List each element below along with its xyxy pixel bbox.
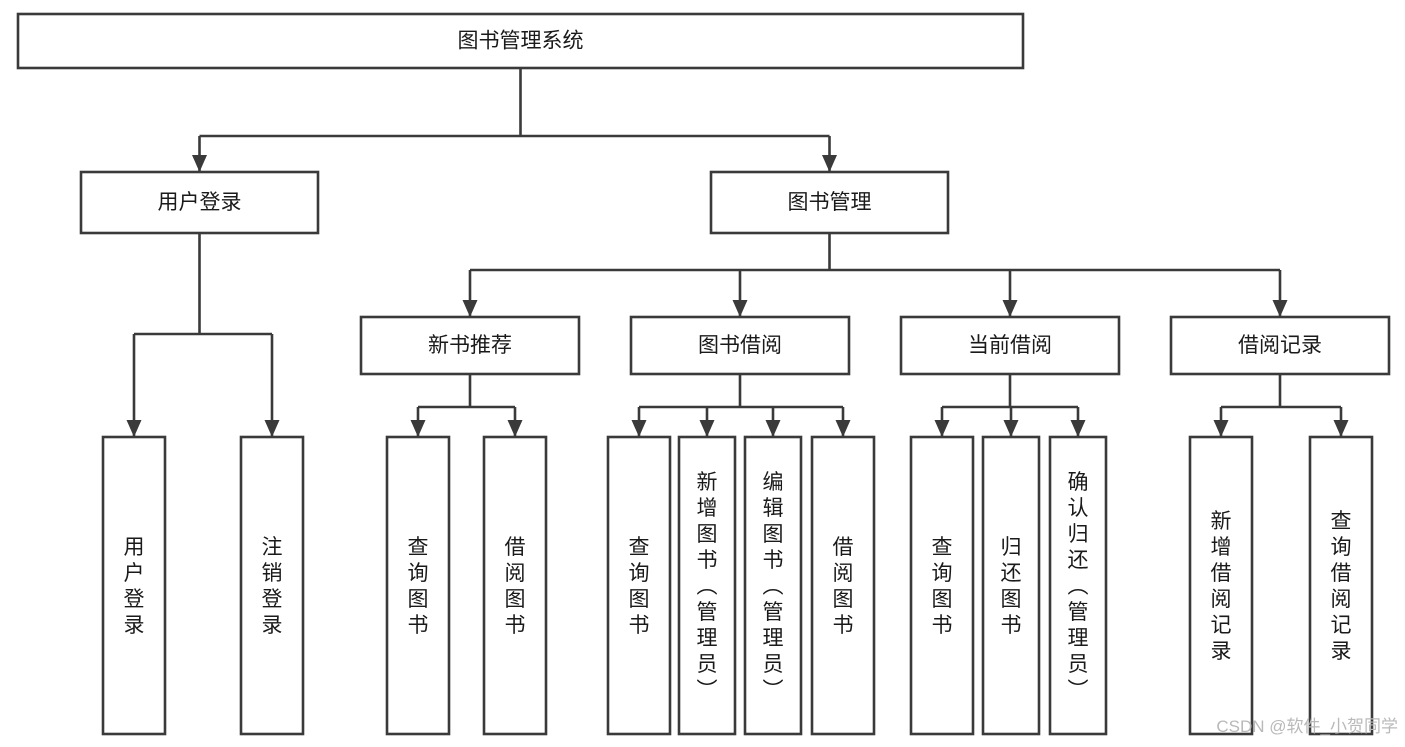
node-leaf-user-login-box[interactable] (101, 435, 167, 736)
node-leaf-edit-book-admin-box[interactable] (743, 435, 803, 736)
node-leaf-confirm-return-admin-label: 确认归还︵管理员︶ (1068, 471, 1089, 702)
borrow-record-to-leaves-arrow-0 (1213, 420, 1229, 437)
bookmanage-to-level3-arrow-2 (1002, 300, 1018, 317)
node-leaf-confirm-return-admin[interactable]: 确认归还︵管理员︶ (1048, 435, 1108, 736)
node-leaf-logout[interactable]: 注销登录 (239, 435, 305, 736)
book-borrow-to-leaves-arrow-1 (699, 420, 715, 437)
node-leaf-query-book-3-box[interactable] (909, 435, 975, 736)
node-leaf-confirm-return-admin-box[interactable] (1048, 435, 1108, 736)
current-borrow-to-leaves-arrow-0 (934, 420, 950, 437)
new-book-rec-to-leaves-arrow-0 (410, 420, 426, 437)
current-borrow-to-leaves-arrow-2 (1070, 420, 1086, 437)
node-book-manage-label: 图书管理 (788, 191, 872, 214)
node-leaf-borrow-book-1-label: 借阅图书 (505, 536, 526, 637)
node-book-manage-box[interactable] (709, 170, 950, 235)
node-root-box[interactable] (16, 12, 1025, 70)
node-leaf-edit-book-admin[interactable]: 编辑图书︵管理员︶ (743, 435, 803, 736)
node-leaf-user-login-label: 用户登录 (124, 536, 145, 637)
node-leaf-query-book-2[interactable]: 查询图书 (606, 435, 672, 736)
borrow-record-to-leaves-arrow-1 (1333, 420, 1349, 437)
node-leaf-logout-box[interactable] (239, 435, 305, 736)
node-leaf-borrow-book-1-box[interactable] (482, 435, 548, 736)
node-new-book-rec-box[interactable] (359, 315, 581, 376)
user-login-to-leaves-arrow-0 (126, 420, 142, 437)
root-to-level2-arrow-0 (192, 155, 207, 172)
bookmanage-to-level3-arrow-1 (732, 300, 748, 317)
node-leaf-add-record-box[interactable] (1188, 435, 1254, 736)
node-current-borrow-box[interactable] (899, 315, 1121, 376)
node-leaf-add-book-admin-box[interactable] (677, 435, 737, 736)
node-leaf-edit-book-admin-label: 编辑图书︵管理员︶ (763, 471, 784, 702)
node-borrow-record-box[interactable] (1169, 315, 1391, 376)
node-current-borrow[interactable]: 当前借阅 (899, 315, 1121, 376)
node-leaf-query-book-1[interactable]: 查询图书 (385, 435, 451, 736)
node-leaf-query-book-3-label: 查询图书 (932, 536, 953, 637)
node-leaf-query-book-3[interactable]: 查询图书 (909, 435, 975, 736)
node-leaf-return-book-box[interactable] (981, 435, 1041, 736)
node-book-manage[interactable]: 图书管理 (709, 170, 950, 235)
node-leaf-borrow-book-1[interactable]: 借阅图书 (482, 435, 548, 736)
node-user-login-box[interactable] (79, 170, 320, 235)
node-leaf-add-book-admin[interactable]: 新增图书︵管理员︶ (677, 435, 737, 736)
node-leaf-add-record[interactable]: 新增借阅记录 (1188, 435, 1254, 736)
node-root-label: 图书管理系统 (458, 30, 584, 53)
node-leaf-query-record[interactable]: 查询借阅记录 (1308, 435, 1374, 736)
bookmanage-to-level3-arrow-0 (462, 300, 478, 317)
node-leaf-query-book-2-box[interactable] (606, 435, 672, 736)
book-borrow-to-leaves-arrow-0 (631, 420, 647, 437)
current-borrow-to-leaves-arrow-1 (1003, 420, 1019, 437)
book-borrow-to-leaves-arrow-3 (835, 420, 851, 437)
new-book-rec-to-leaves-arrow-1 (507, 420, 523, 437)
node-book-borrow-box[interactable] (629, 315, 851, 376)
node-borrow-record[interactable]: 借阅记录 (1169, 315, 1391, 376)
node-leaf-borrow-book-2[interactable]: 借阅图书 (810, 435, 876, 736)
node-user-login[interactable]: 用户登录 (79, 170, 320, 235)
node-leaf-add-record-label: 新增借阅记录 (1211, 510, 1232, 663)
user-login-to-leaves-arrow-1 (264, 420, 280, 437)
node-leaf-logout-label: 注销登录 (262, 536, 283, 637)
node-leaf-borrow-book-2-box[interactable] (810, 435, 876, 736)
node-borrow-record-label: 借阅记录 (1238, 334, 1322, 357)
node-leaf-query-book-2-label: 查询图书 (629, 536, 650, 637)
node-boxes: 图书管理系统用户登录图书管理新书推荐图书借阅当前借阅借阅记录用户登录注销登录查询… (16, 12, 1391, 736)
node-book-borrow[interactable]: 图书借阅 (629, 315, 851, 376)
node-leaf-query-record-label: 查询借阅记录 (1331, 510, 1352, 663)
bookmanage-to-level3-arrow-3 (1272, 300, 1288, 317)
node-current-borrow-label: 当前借阅 (968, 334, 1052, 357)
node-root[interactable]: 图书管理系统 (16, 12, 1025, 70)
node-leaf-add-book-admin-label: 新增图书︵管理员︶ (697, 471, 718, 702)
node-new-book-rec[interactable]: 新书推荐 (359, 315, 581, 376)
node-new-book-rec-label: 新书推荐 (428, 334, 512, 357)
node-leaf-query-record-box[interactable] (1308, 435, 1374, 736)
node-book-borrow-label: 图书借阅 (698, 334, 782, 357)
node-leaf-query-book-1-label: 查询图书 (408, 536, 429, 637)
node-leaf-borrow-book-2-label: 借阅图书 (833, 536, 854, 637)
node-user-login-label: 用户登录 (158, 191, 242, 214)
watermark-label: CSDN @软件_小贺同学 (1216, 717, 1398, 736)
node-leaf-return-book[interactable]: 归还图书 (981, 435, 1041, 736)
node-leaf-return-book-label: 归还图书 (1001, 536, 1022, 637)
node-leaf-user-login[interactable]: 用户登录 (101, 435, 167, 736)
book-borrow-to-leaves-arrow-2 (765, 420, 781, 437)
node-leaf-query-book-1-box[interactable] (385, 435, 451, 736)
root-to-level2-arrow-1 (822, 155, 837, 172)
connector-lines (126, 68, 1349, 437)
